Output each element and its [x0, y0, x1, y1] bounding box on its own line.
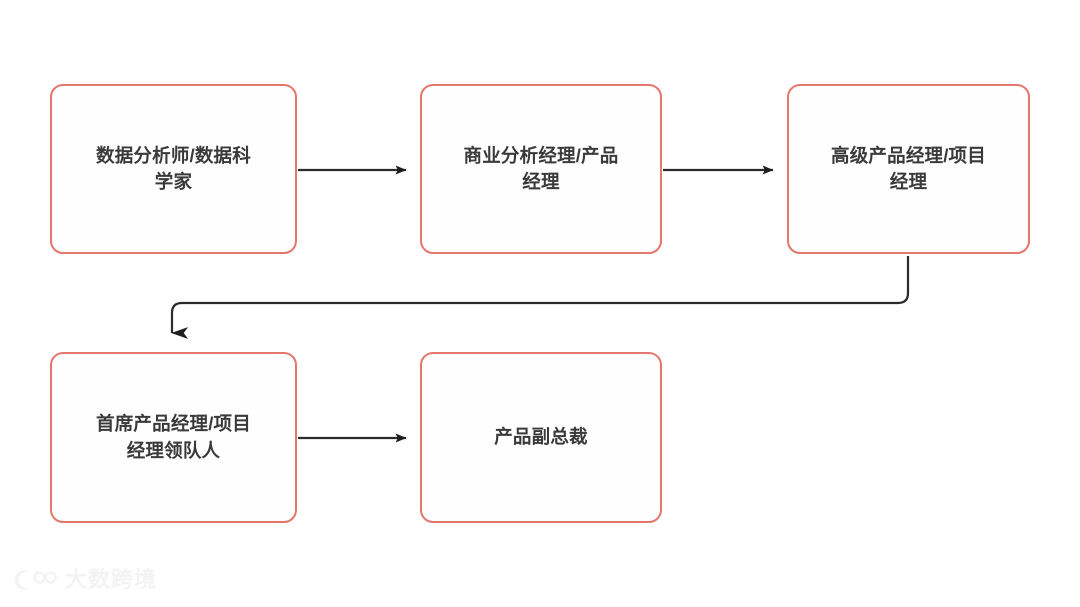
node-label: 数据分析师/数据科 学家: [96, 144, 251, 192]
node-data-analyst[interactable]: 数据分析师/数据科 学家: [50, 84, 297, 254]
node-label: 商业分析经理/产品 经理: [463, 144, 619, 192]
edge-senior-pm-to-principal: [170, 256, 910, 339]
node-label: 产品副总裁: [494, 426, 588, 448]
watermark-text: 大数跨境: [65, 567, 158, 592]
node-principal-product-manager[interactable]: 首席产品经理/项目 经理领队人: [50, 352, 297, 523]
node-business-analysis-manager[interactable]: 商业分析经理/产品 经理: [420, 84, 662, 254]
watermark: 大数跨境: [14, 562, 157, 598]
circles-logo-icon: [14, 570, 57, 590]
node-label: 首席产品经理/项目 经理领队人: [96, 413, 251, 461]
node-senior-product-manager[interactable]: 高级产品经理/项目 经理: [787, 84, 1030, 254]
node-label: 高级产品经理/项目 经理: [831, 144, 986, 192]
node-vp-product[interactable]: 产品副总裁: [420, 352, 662, 523]
